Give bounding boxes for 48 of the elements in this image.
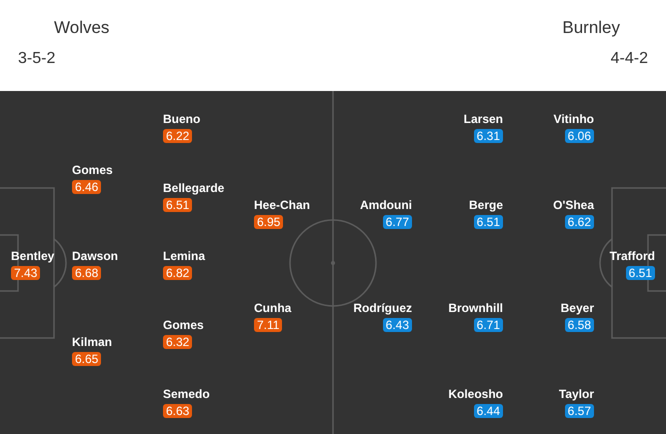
player-name: Gomes (72, 163, 113, 177)
player-name: Larsen (464, 112, 503, 126)
rating-badge: 6.06 (564, 129, 594, 143)
formation-label: 3-5-2 (18, 49, 56, 69)
player-name: Vitinho (554, 112, 594, 126)
player-name: Koleosho (448, 387, 503, 401)
rating-badge: 6.77 (382, 215, 412, 229)
rating-badge: 6.65 (72, 352, 102, 366)
rating-badge: 7.11 (254, 318, 282, 332)
player-name: Taylor (558, 387, 594, 401)
player-name: O'Shea (553, 198, 594, 212)
player-name: Hee-Chan (254, 198, 310, 212)
rating-badge: 6.62 (564, 215, 594, 229)
player-name: Lemina (163, 249, 206, 263)
player-name: Trafford (610, 249, 655, 263)
player-name: Bentley (11, 249, 54, 263)
rating-badge: 6.57 (564, 404, 594, 418)
player-name: Bueno (163, 112, 200, 126)
player-name: Semedo (163, 387, 210, 401)
player-name: Kilman (72, 335, 112, 349)
rating-badge: 6.71 (474, 318, 503, 332)
player-name: Brownhill (448, 301, 503, 315)
rating-badge: 7.43 (11, 266, 40, 280)
rating-badge: 6.51 (163, 198, 192, 212)
rating-badge: 6.46 (72, 180, 102, 194)
player-name: Bellegarde (163, 181, 224, 195)
rating-badge: 6.68 (72, 266, 102, 280)
rating-badge: 6.43 (382, 318, 412, 332)
rating-badge: 6.22 (163, 129, 192, 143)
player-name: Berge (468, 198, 503, 212)
player-name: Beyer (560, 301, 594, 315)
team-name: Wolves (54, 18, 110, 38)
rating-badge: 6.44 (474, 404, 503, 418)
player-name: Amdouni (360, 198, 412, 212)
player-name: Dawson (72, 249, 118, 263)
rating-badge: 6.58 (564, 318, 594, 332)
rating-badge: 6.31 (474, 129, 503, 143)
formation-label: 4-4-2 (610, 49, 648, 69)
team-name: Burnley (562, 18, 620, 38)
rating-badge: 6.51 (626, 266, 655, 280)
rating-badge: 6.95 (254, 215, 284, 229)
player-name: Rodríguez (353, 301, 412, 315)
rating-badge: 6.82 (163, 266, 192, 280)
rating-badge: 6.63 (163, 404, 192, 418)
player-name: Gomes (163, 318, 204, 332)
rating-badge: 6.32 (163, 335, 192, 349)
rating-badge: 6.51 (474, 215, 503, 229)
player-name: Cunha (254, 301, 292, 315)
